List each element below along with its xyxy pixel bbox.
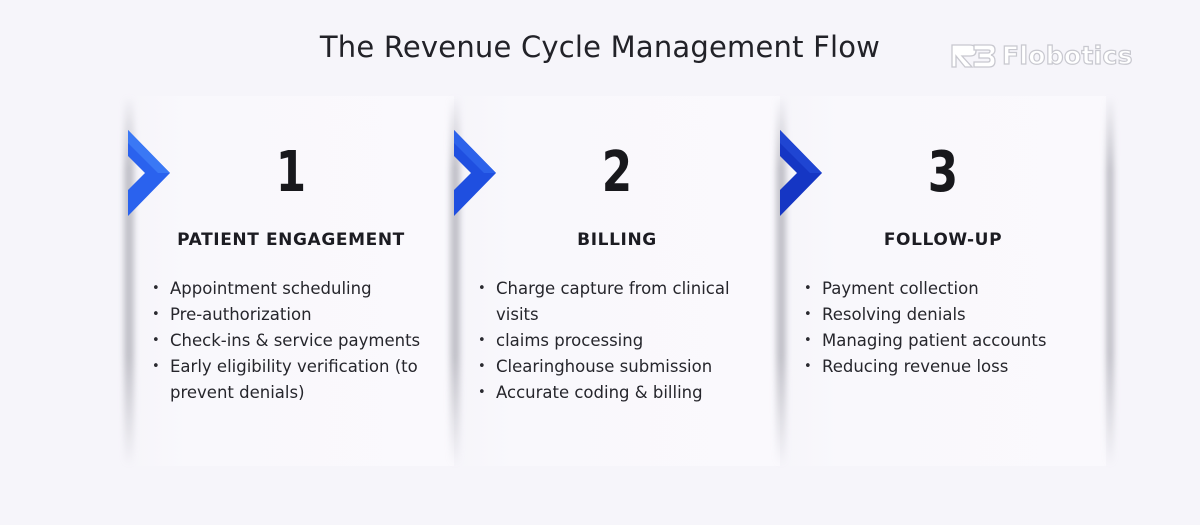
list-item: Clearinghouse submission: [476, 354, 766, 380]
list-item: Pre-authorization: [150, 302, 440, 328]
list-item: Early eligibility verification (to preve…: [150, 354, 440, 406]
list-item: Charge capture from clinical visits: [476, 276, 766, 328]
step-number: 3: [927, 140, 959, 205]
step-number: 1: [275, 140, 307, 205]
list-item: Check-ins & service payments: [150, 328, 440, 354]
step-panel-3: 3 FOLLOW-UP Payment collection Resolving…: [780, 96, 1106, 466]
step-panel-2: 2 BILLING Charge capture from clinical v…: [454, 96, 780, 466]
list-item: Reducing revenue loss: [802, 354, 1092, 380]
page-title: The Revenue Cycle Management Flow: [319, 30, 881, 64]
step-number: 2: [601, 140, 633, 205]
list-item: Resolving denials: [802, 302, 1092, 328]
step-title: PATIENT ENGAGEMENT: [177, 230, 405, 250]
step-title: FOLLOW-UP: [883, 230, 1003, 250]
chevron-right-icon: [128, 130, 170, 216]
step-title: BILLING: [577, 230, 657, 250]
step-list: Appointment scheduling Pre-authorization…: [150, 276, 440, 406]
list-item: Accurate coding & billing: [476, 380, 766, 406]
brand-logo: Flobotics: [950, 36, 1133, 74]
chevron-right-icon: [780, 130, 822, 216]
step-list: Charge capture from clinical visits clai…: [476, 276, 766, 406]
flobotics-logo-icon: [951, 44, 996, 68]
panel-divider: [1106, 96, 1114, 466]
brand-name: Flobotics: [1001, 40, 1133, 70]
list-item: Payment collection: [802, 276, 1092, 302]
list-item: Appointment scheduling: [150, 276, 440, 302]
step-list: Payment collection Resolving denials Man…: [802, 276, 1092, 380]
step-panel-1: 1 PATIENT ENGAGEMENT Appointment schedul…: [128, 96, 454, 466]
chevron-right-icon: [454, 130, 496, 216]
list-item: claims processing: [476, 328, 766, 354]
list-item: Managing patient accounts: [802, 328, 1092, 354]
